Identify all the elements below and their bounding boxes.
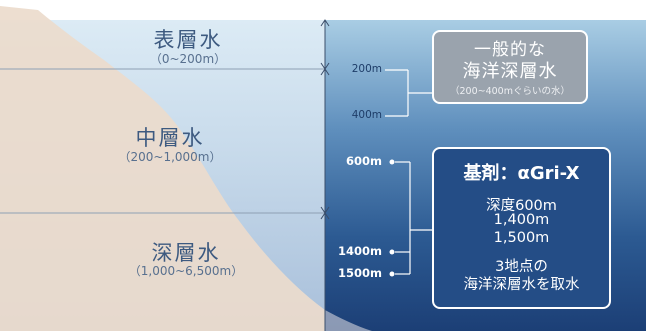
general-box-note: （200~400mぐらいの水） bbox=[450, 86, 570, 97]
axis-arrows bbox=[320, 19, 330, 220]
seabed-slope bbox=[0, 6, 325, 331]
zone-surface-range: （0~200m） bbox=[149, 52, 227, 66]
base-box-line5: 海洋深層水を取水 bbox=[463, 277, 580, 293]
base-box-line4: 3地点の bbox=[495, 259, 548, 275]
zone-middle-range: （200~1,000m） bbox=[118, 150, 222, 164]
general-box-line1: 一般的な bbox=[474, 40, 546, 60]
zone-middle-name: 中層水 bbox=[135, 126, 205, 150]
general-box-line2: 海洋深層水 bbox=[462, 61, 558, 82]
depth-marker-600m: 600m bbox=[346, 154, 382, 168]
base-box-line2: 1,400m bbox=[493, 212, 550, 228]
base-bracket bbox=[389, 159, 432, 277]
depth-marker-400m: 400m bbox=[351, 109, 382, 121]
zone-deep-range: （1,000~6,500m） bbox=[128, 264, 244, 278]
base-box-line3: 1,500m bbox=[493, 230, 550, 246]
general-deep-water-box: 一般的な 海洋深層水 （200~400mぐらいの水） bbox=[432, 30, 588, 104]
sky-band bbox=[0, 0, 646, 20]
general-bracket bbox=[385, 69, 432, 117]
depth-marker-1400m: 1400m bbox=[338, 244, 382, 258]
depth-marker-200m: 200m bbox=[351, 63, 382, 75]
depth-marker-1500m: 1500m bbox=[338, 266, 382, 280]
zone-deep-name: 深層水 bbox=[151, 241, 221, 265]
base-box-title: 基剤：αGri-X bbox=[463, 163, 580, 184]
base-box-line1: 深度600m bbox=[486, 198, 557, 214]
seabed-tail bbox=[325, 310, 372, 331]
base-ingredient-box: 基剤：αGri-X 深度600m 1,400m 1,500m 3地点の 海洋深層… bbox=[432, 147, 611, 309]
zone-surface-name: 表層水 bbox=[153, 28, 223, 52]
